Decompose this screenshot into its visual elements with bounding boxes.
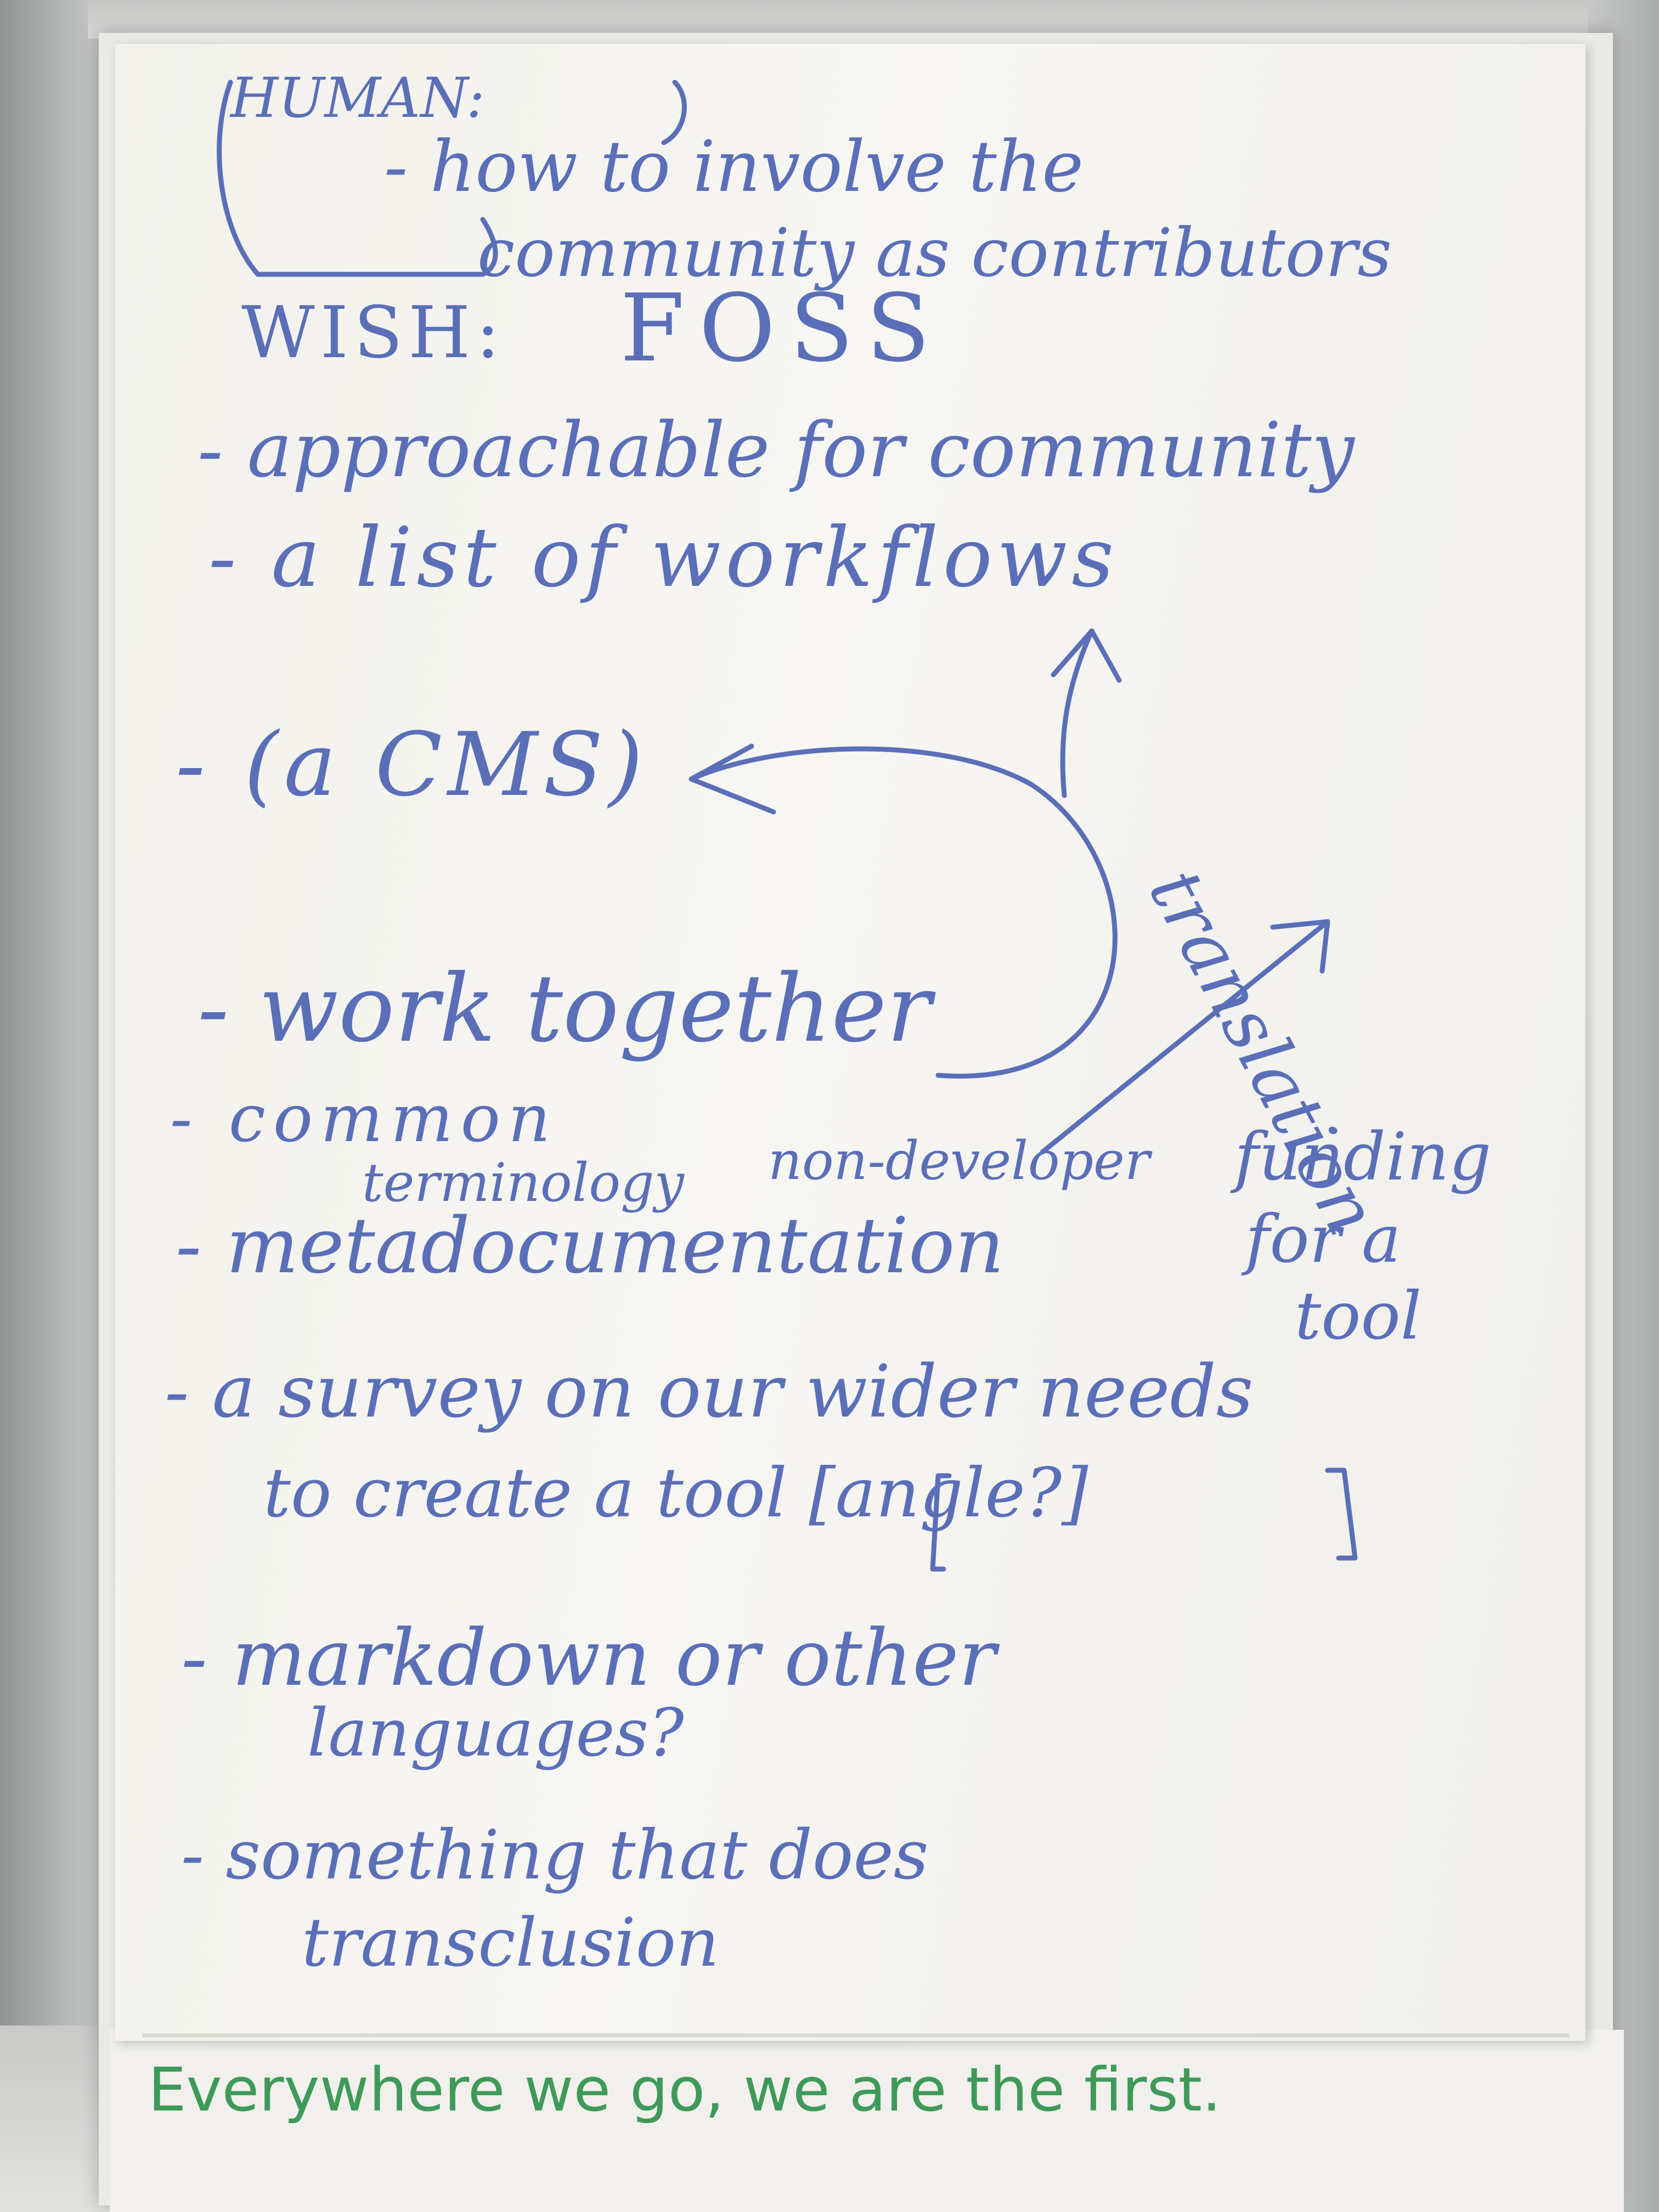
wall-top [88, 0, 1659, 38]
header-line-2: community as contributors [477, 214, 1392, 292]
wall-left [0, 0, 110, 2212]
flipchart-next-sheet [110, 2030, 1624, 2212]
note-non-developer: non-developer [768, 1130, 1150, 1192]
item-create-tool: to create a tool [angle?] [263, 1454, 1088, 1533]
item-cms: - (a CMS) [176, 713, 648, 816]
item-languages: languages? [307, 1695, 684, 1771]
item-something: - something that does [181, 1816, 929, 1895]
note-funding: funding [1234, 1119, 1492, 1195]
item-metadocumentation: - metadocumentation [176, 1201, 1005, 1291]
note-for-a: for a [1245, 1201, 1401, 1278]
item-workflows: - a list of workflows [208, 510, 1119, 606]
item-terminology: terminology [362, 1152, 684, 1214]
footer-quote: Everywhere we go, we are the first. [148, 2055, 1221, 2125]
wish-value: FOSS [620, 274, 945, 383]
item-work-together: - work together [198, 955, 932, 1063]
item-survey: - a survey on our wider needs [165, 1350, 1254, 1434]
item-transclusion: transclusion [302, 1904, 719, 1982]
wish-label: WISH: [241, 291, 506, 374]
item-common: - common [170, 1081, 558, 1157]
item-markdown: - markdown or other [181, 1613, 996, 1703]
header-label: HUMAN: [230, 66, 485, 130]
note-tool: tool [1295, 1278, 1422, 1355]
header-line-1: - how to involve the [384, 126, 1084, 208]
item-approachable: - approachable for community [198, 406, 1355, 494]
